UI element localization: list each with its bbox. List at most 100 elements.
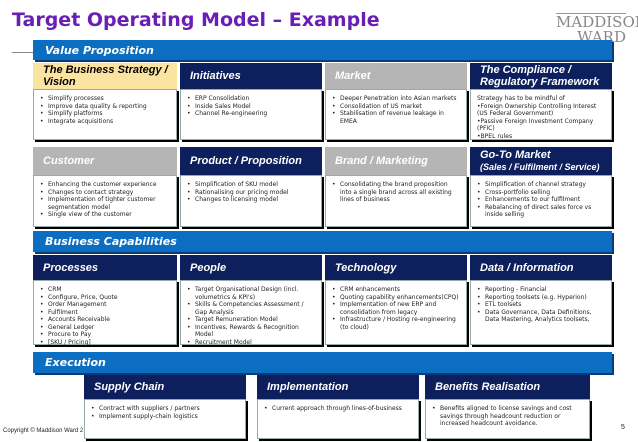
- card-body-product-proposition: Simplification of SKU modelRationalising…: [180, 175, 322, 227]
- copyright: Copyright © Maddison Ward 2: [3, 428, 84, 434]
- card-header-benefits-realisation: Benefits Realisation: [425, 375, 590, 399]
- list-item: CRM enhancements: [332, 286, 460, 294]
- list-item: Target Remuneration Model: [187, 316, 315, 324]
- divider: [12, 52, 34, 53]
- card-body-market: Deeper Penetration into Asian marketsCon…: [325, 89, 467, 140]
- list-item: Infrastructure / Hosting re-engineering …: [332, 316, 460, 331]
- list-item: Quoting capability enhancements(CPQ): [332, 294, 460, 302]
- card-body-supply-chain: Contract with suppliers / partnersImplem…: [84, 399, 246, 439]
- section-business-capabilities: Business Capabilities: [33, 231, 612, 252]
- card-title: Brand / Marketing: [335, 155, 428, 167]
- list-item: Enhancements to our fulfilment: [477, 196, 605, 204]
- card-title: Implementation: [267, 381, 349, 393]
- card-body-customer: Enhancing the customer experienceChanges…: [33, 175, 177, 227]
- list-item: Fulfilment: [40, 309, 170, 317]
- list-item: Order Management: [40, 301, 170, 309]
- card-title: Data / Information: [480, 261, 574, 274]
- card-title: The Business Strategy / Vision: [43, 64, 168, 88]
- list-item: Improve data quality & reporting: [40, 103, 170, 111]
- card-header-supply-chain: Supply Chain: [84, 375, 246, 399]
- text-line: •Passive Foreign Investment Company (PFI…: [477, 117, 594, 133]
- list-item: Single view of the customer: [40, 211, 170, 219]
- list-item: Target Organisational Design (incl. volu…: [187, 286, 315, 301]
- list-item: Implementation of new ERP and consolidat…: [332, 301, 460, 316]
- card-title: People: [190, 261, 227, 274]
- text-line: Strategy has to be mindful of: [477, 95, 565, 102]
- card-header-initiatives: Initiatives: [180, 63, 322, 89]
- list-item: ERP Consolidation: [187, 95, 315, 103]
- list-item: Current approach through lines-of-busine…: [264, 405, 412, 413]
- card-header-brand-marketing: Brand / Marketing: [325, 147, 467, 175]
- section-execution: Execution: [33, 352, 612, 373]
- section-value-proposition: Value Proposition: [33, 40, 612, 60]
- card-title: Market: [335, 70, 371, 82]
- list-item: Rationalising our pricing model: [187, 189, 315, 197]
- list-item: Rebalancing of direct sales force vs ins…: [477, 204, 605, 219]
- list-item: Contract with suppliers / partners: [91, 405, 239, 413]
- card-body-people: Target Organisational Design (incl. volu…: [180, 280, 322, 347]
- card-header-product-proposition: Product / Proposition: [180, 147, 322, 175]
- list-item: Configure, Price, Quote: [40, 294, 170, 302]
- card-title: Technology: [335, 261, 397, 274]
- card-body-go-to-market: Simplification of channel strategyCross-…: [470, 175, 612, 227]
- list-item: ETL toolsets: [477, 301, 605, 309]
- card-body-processes: CRMConfigure, Price, QuoteOrder Manageme…: [33, 280, 177, 347]
- card-header-processes: Processes: [33, 255, 177, 280]
- list-item: CRM: [40, 286, 170, 294]
- card-body-implementation: Current approach through lines-of-busine…: [257, 399, 419, 439]
- list-item: Implement supply-chain logistics: [91, 413, 239, 421]
- list-item: Data Governance, Data Definitions, Data …: [477, 309, 605, 324]
- card-body-data-information: Reporting - FinancialReporting toolsets …: [470, 280, 612, 345]
- card-body-the-compliance-regulatory-framework: Strategy has to be mindful of•Foreign Ow…: [470, 89, 612, 140]
- card-body-benefits-realisation: Benefits aligned to license savings and …: [425, 399, 590, 439]
- card-title: Customer: [43, 155, 95, 167]
- list-item: Procure to Pay: [40, 331, 170, 339]
- card-body-brand-marketing: Consolidating the brand proposition into…: [325, 175, 467, 227]
- text-line: •BPEL rules: [477, 132, 513, 140]
- list-item: Simplification of channel strategy: [477, 181, 605, 189]
- list-item: Benefits aligned to license savings and …: [432, 405, 583, 428]
- list-item: Accounts Receivable: [40, 316, 170, 324]
- card-header-technology: Technology: [325, 255, 467, 280]
- card-title: The Compliance / Regulatory Framework: [480, 64, 600, 88]
- page-number: 5: [621, 424, 625, 431]
- list-item: Inside Sales Model: [187, 103, 315, 111]
- list-item: Simplification of SKU model: [187, 181, 315, 189]
- list-item: Cross-portfolio selling: [477, 189, 605, 197]
- card-title: Go-To Market: [480, 149, 551, 161]
- list-item: Reporting - Financial: [477, 286, 605, 294]
- list-item: General Ledger: [40, 324, 170, 332]
- list-item: Channel Re-engineering: [187, 110, 315, 118]
- card-body-initiatives: ERP ConsolidationInside Sales ModelChann…: [180, 89, 322, 140]
- list-item: Enhancing the customer experience: [40, 181, 170, 189]
- card-title: Processes: [43, 261, 99, 274]
- list-item: [SKU / Pricing]: [40, 339, 170, 347]
- list-item: Skills & Competencies Assessment / Gap A…: [187, 301, 315, 316]
- card-header-people: People: [180, 255, 322, 280]
- text-line: •Foreign Ownership Controlling Interest …: [477, 102, 597, 118]
- list-item: Reporting toolsets (e.g. Hyperion): [477, 294, 605, 302]
- list-item: Simplify platforms: [40, 110, 170, 118]
- card-header-the-business-strategy-vision: The Business Strategy / Vision: [33, 63, 177, 89]
- card-header-customer: Customer: [33, 147, 177, 175]
- card-title: Product / Proposition: [190, 155, 302, 167]
- list-item: Deeper Penetration into Asian markets: [332, 95, 460, 103]
- list-item: Stabilisation of revenue leakage in EMEA: [332, 110, 460, 125]
- card-body-technology: CRM enhancementsQuoting capability enhan…: [325, 280, 467, 345]
- list-item: Recruitment Model: [187, 339, 315, 347]
- page-title: Target Operating Model – Example: [12, 9, 380, 31]
- list-item: Consolidating the brand proposition into…: [332, 181, 460, 204]
- card-header-market: Market: [325, 63, 467, 89]
- card-title: Benefits Realisation: [435, 381, 541, 393]
- card-header-go-to-market: Go-To Market(Sales / Fulfilment / Servic…: [470, 147, 612, 175]
- list-item: Implementation of tighter customer segme…: [40, 196, 170, 211]
- card-title: Initiatives: [190, 70, 241, 82]
- list-item: Incentives, Rewards & Recognition Model: [187, 324, 315, 339]
- logo-line1: MADDISON: [556, 13, 638, 31]
- card-title: Supply Chain: [94, 381, 165, 393]
- list-item: Integrate acquisitions: [40, 118, 170, 126]
- card-header-the-compliance-regulatory-framework: The Compliance / Regulatory Framework: [470, 63, 612, 89]
- card-header-data-information: Data / Information: [470, 255, 612, 280]
- card-header-implementation: Implementation: [257, 375, 419, 399]
- card-subtitle: (Sales / Fulfilment / Service): [480, 162, 600, 172]
